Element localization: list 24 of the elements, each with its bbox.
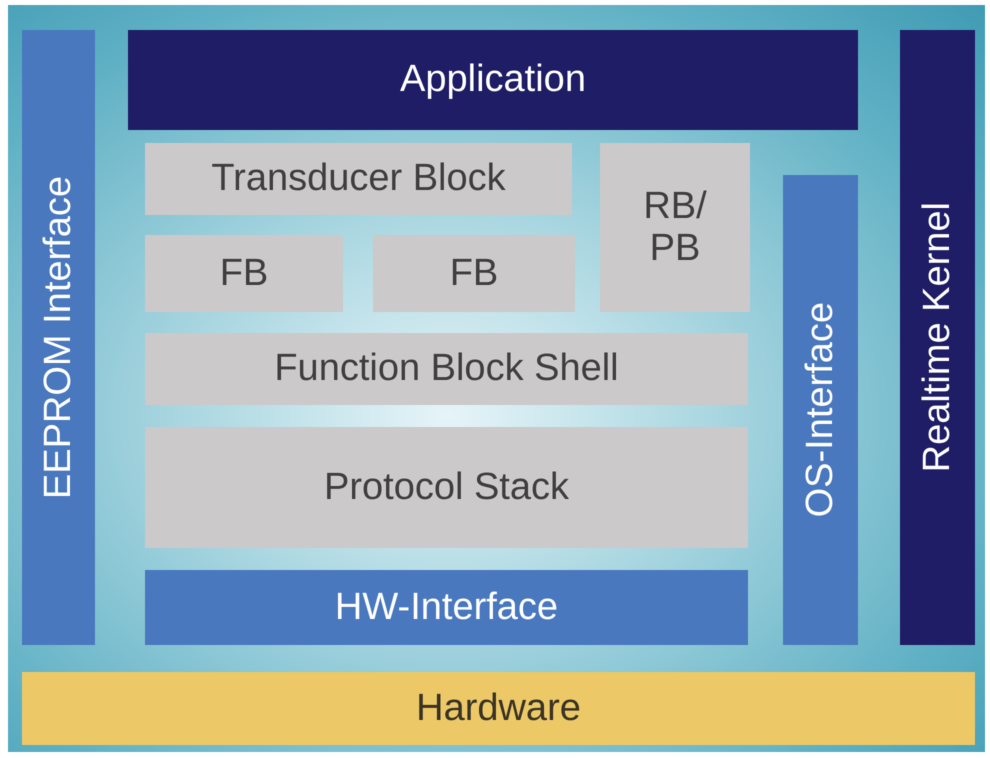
block-layer [145,235,343,312]
hardware-layer [22,672,975,745]
layer-label: Function Block Shell [274,348,619,390]
layer-label: Protocol Stack [324,466,569,508]
layer-label: EEPROM Interface [38,176,80,500]
layer-label: HW-Interface [334,586,558,628]
layer-label: RB/ PB [642,186,708,270]
interface-layer [145,570,748,645]
stack-layer [145,427,748,548]
layer-label: Hardware [416,688,581,730]
application-layer [128,30,858,130]
block-layer [145,143,572,215]
layer-label: Application [400,59,586,101]
block-layer [373,235,575,312]
interface-layer [783,175,858,645]
layer-label: FB [450,252,498,294]
shell-layer [145,333,748,405]
layer-label: Transducer Block [211,158,506,200]
interface-layer [22,30,95,645]
layer-label: OS-Interface [800,302,842,518]
kernel-layer [900,30,975,645]
block-layer [600,143,750,312]
layer-label: Realtime Kernel [916,202,958,473]
layer-label: FB [218,252,270,294]
